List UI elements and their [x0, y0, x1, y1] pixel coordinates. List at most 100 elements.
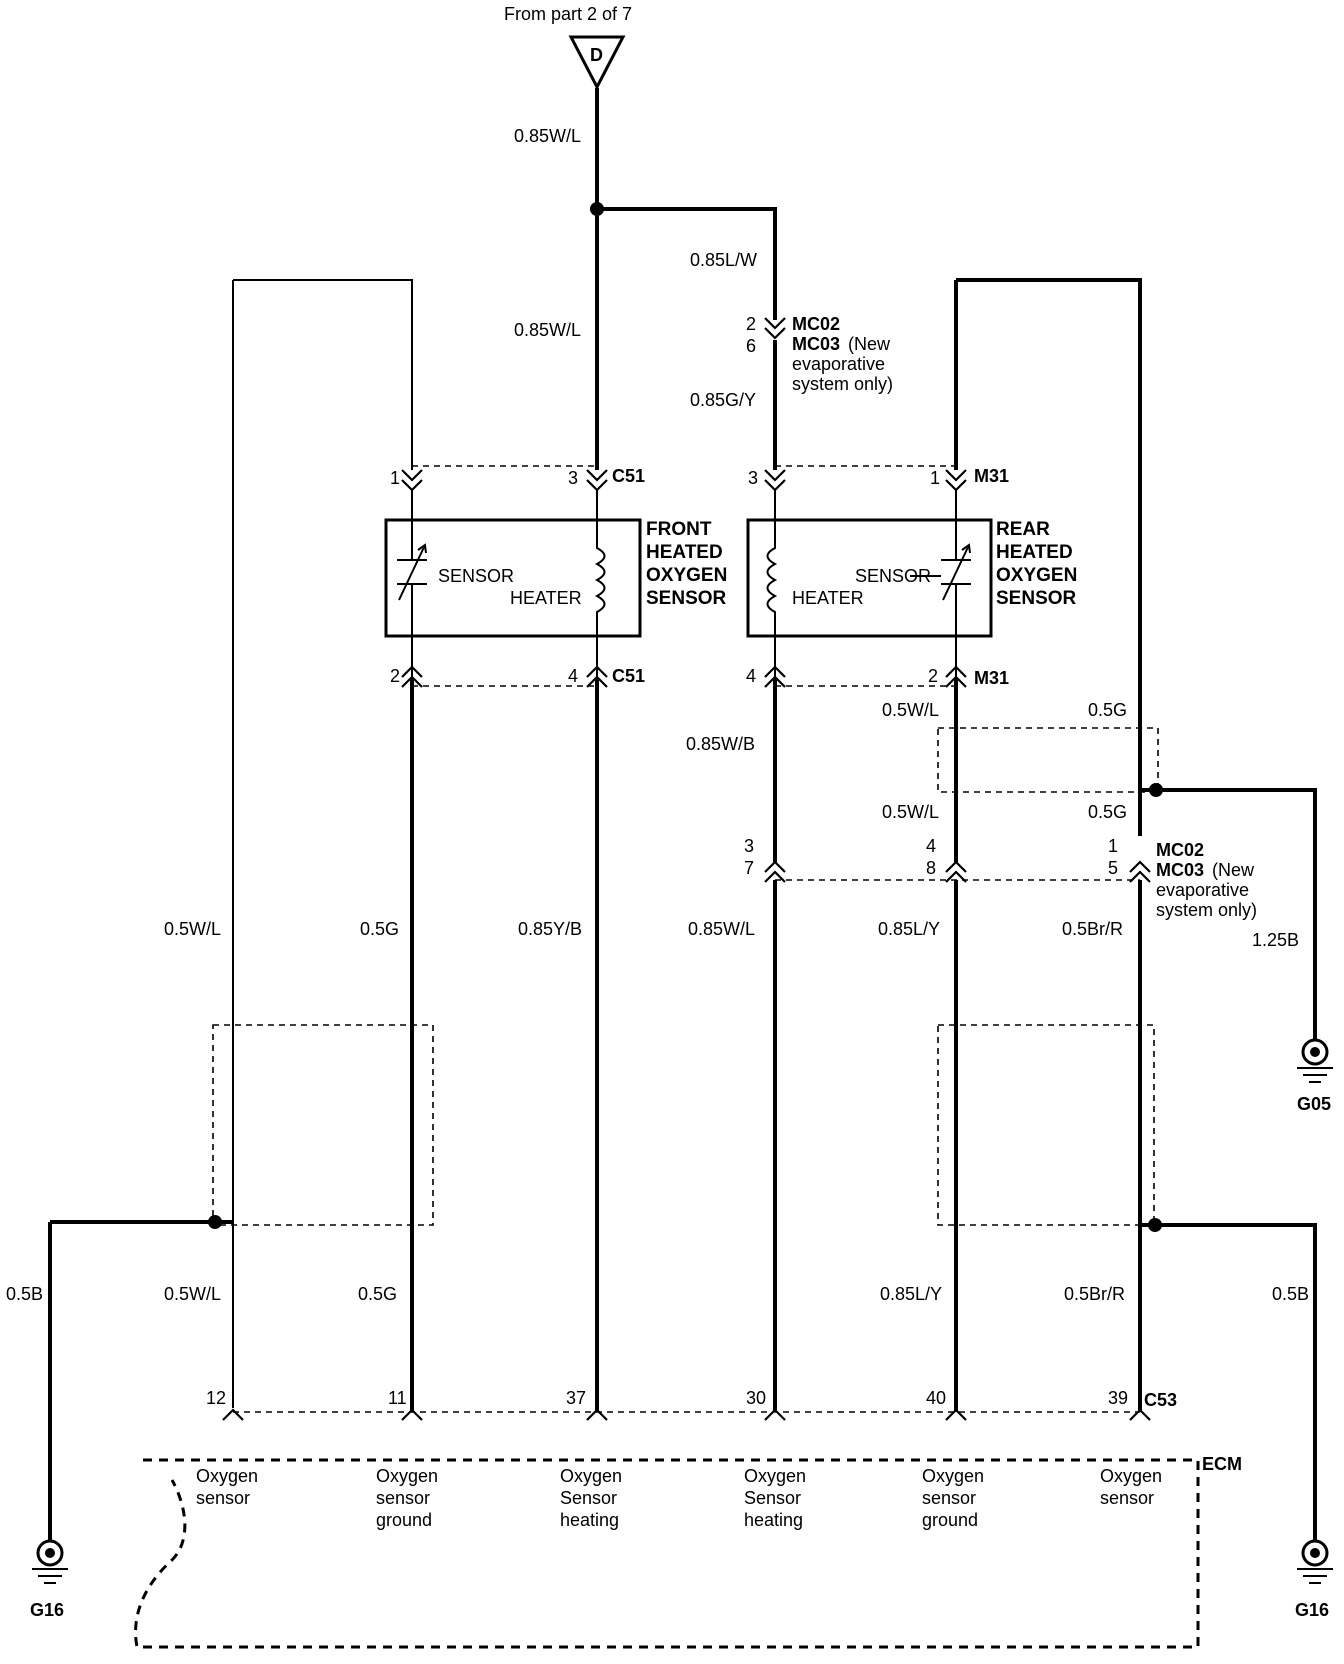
svg-text:0.85W/L: 0.85W/L — [514, 126, 581, 146]
svg-text:2: 2 — [746, 314, 756, 334]
svg-text:HEATED: HEATED — [646, 542, 723, 563]
wire-labels: 0.85W/L 0.85L/W 0.85W/L 0.85G/Y 0.85W/B … — [6, 126, 1309, 1304]
svg-text:system only): system only) — [792, 374, 893, 394]
svg-text:3: 3 — [568, 468, 578, 488]
ground-g05-icon: G05 — [1297, 1038, 1333, 1114]
svg-text:0.5Br/R: 0.5Br/R — [1064, 1284, 1125, 1304]
m31-bottom-label: M31 — [974, 668, 1009, 688]
svg-text:4: 4 — [926, 836, 936, 856]
svg-text:ground: ground — [376, 1510, 432, 1530]
svg-text:0.85L/Y: 0.85L/Y — [878, 919, 940, 939]
svg-text:heating: heating — [560, 1510, 619, 1530]
front-heated-oxygen-sensor: SENSOR HEATER FRONT HEATED OXYGEN SENSOR — [384, 490, 727, 680]
svg-text:1: 1 — [390, 468, 400, 488]
connector-labels: 2 6 MC02 MC03 (New evaporative system on… — [206, 314, 1257, 1410]
svg-text:evaporative: evaporative — [1156, 880, 1249, 900]
c51-top-label: C51 — [612, 466, 645, 486]
svg-text:sensor: sensor — [196, 1488, 250, 1508]
svg-text:OXYGEN: OXYGEN — [996, 565, 1077, 586]
svg-text:11: 11 — [388, 1388, 407, 1408]
svg-text:Oxygen: Oxygen — [1100, 1466, 1162, 1486]
ground-g16-right-icon: G16 — [1295, 1539, 1333, 1620]
m31-top-label: M31 — [974, 466, 1009, 486]
svg-text:sensor: sensor — [376, 1488, 430, 1508]
svg-text:0.5G: 0.5G — [1088, 802, 1127, 822]
svg-text:D: D — [590, 45, 603, 65]
g05-label: G05 — [1297, 1094, 1331, 1114]
svg-text:ground: ground — [922, 1510, 978, 1530]
svg-text:0.85L/Y: 0.85L/Y — [880, 1284, 942, 1304]
svg-text:0.5B: 0.5B — [1272, 1284, 1309, 1304]
rear-sensor-label: SENSOR — [855, 566, 931, 586]
svg-text:0.85W/L: 0.85W/L — [688, 919, 755, 939]
svg-text:4: 4 — [746, 666, 756, 686]
svg-text:0.5Br/R: 0.5Br/R — [1062, 919, 1123, 939]
svg-text:8: 8 — [926, 858, 936, 878]
ecm-label: ECM — [1202, 1454, 1242, 1474]
svg-text:0.85G/Y: 0.85G/Y — [690, 390, 756, 410]
svg-text:30: 30 — [746, 1388, 766, 1408]
svg-text:39: 39 — [1108, 1388, 1128, 1408]
svg-text:MC03: MC03 — [792, 334, 840, 354]
svg-text:2: 2 — [390, 666, 400, 686]
svg-text:1.25B: 1.25B — [1252, 930, 1299, 950]
svg-text:0.5G: 0.5G — [360, 919, 399, 939]
svg-text:37: 37 — [566, 1388, 586, 1408]
svg-text:evaporative: evaporative — [792, 354, 885, 374]
g16-left-label: G16 — [30, 1600, 64, 1620]
svg-text:MC02: MC02 — [792, 314, 840, 334]
g16-right-label: G16 — [1295, 1600, 1329, 1620]
connector-d-triangle: D — [568, 35, 626, 91]
svg-text:12: 12 — [206, 1388, 226, 1408]
svg-text:6: 6 — [746, 336, 756, 356]
connector-glyphs — [222, 317, 1151, 1421]
main-wires — [48, 88, 1317, 1540]
svg-text:4: 4 — [568, 666, 578, 686]
svg-text:2: 2 — [928, 666, 938, 686]
svg-text:FRONT: FRONT — [646, 519, 712, 540]
svg-text:0.85W/B: 0.85W/B — [686, 734, 755, 754]
svg-text:0.5B: 0.5B — [6, 1284, 43, 1304]
dashed-connector-outlines — [212, 465, 1159, 1413]
front-sensor-label: SENSOR — [438, 566, 514, 586]
svg-text:0.85W/L: 0.85W/L — [514, 320, 581, 340]
c51-bottom-label: C51 — [612, 666, 645, 686]
svg-text:0.5G: 0.5G — [358, 1284, 397, 1304]
svg-text:1: 1 — [1108, 836, 1118, 856]
svg-text:MC03: MC03 — [1156, 860, 1204, 880]
svg-text:Oxygen: Oxygen — [196, 1466, 258, 1486]
svg-text:heating: heating — [744, 1510, 803, 1530]
svg-text:(New: (New — [848, 334, 891, 354]
svg-text:(New: (New — [1212, 860, 1255, 880]
ecm-block: ECM Oxygen sensor Oxygen sensor ground O… — [134, 1454, 1242, 1649]
svg-text:SENSOR: SENSOR — [646, 588, 727, 609]
svg-text:0.5W/L: 0.5W/L — [164, 1284, 221, 1304]
svg-text:1: 1 — [930, 468, 940, 488]
svg-text:0.85Y/B: 0.85Y/B — [518, 919, 582, 939]
svg-text:SENSOR: SENSOR — [996, 588, 1077, 609]
svg-text:5: 5 — [1108, 858, 1118, 878]
ground-g16-left-icon: G16 — [30, 1539, 68, 1620]
svg-text:OXYGEN: OXYGEN — [646, 565, 727, 586]
svg-text:Oxygen: Oxygen — [376, 1466, 438, 1486]
svg-text:0.5W/L: 0.5W/L — [882, 700, 939, 720]
rear-heated-oxygen-sensor: HEATER SENSOR REAR HEATED OXYGEN SENSOR — [746, 490, 1077, 680]
svg-text:system only): system only) — [1156, 900, 1257, 920]
svg-text:0.85L/W: 0.85L/W — [690, 250, 757, 270]
svg-text:Oxygen: Oxygen — [560, 1466, 622, 1486]
svg-text:Oxygen: Oxygen — [922, 1466, 984, 1486]
svg-text:sensor: sensor — [1100, 1488, 1154, 1508]
svg-text:Sensor: Sensor — [744, 1488, 801, 1508]
svg-text:Sensor: Sensor — [560, 1488, 617, 1508]
front-heater-label: HEATER — [510, 588, 582, 608]
svg-text:3: 3 — [748, 468, 758, 488]
svg-text:0.5G: 0.5G — [1088, 700, 1127, 720]
svg-text:MC02: MC02 — [1156, 840, 1204, 860]
svg-text:40: 40 — [926, 1388, 946, 1408]
c53-label: C53 — [1144, 1390, 1177, 1410]
from-part-label: From part 2 of 7 — [504, 4, 632, 24]
rear-heater-label: HEATER — [792, 588, 864, 608]
svg-text:0.5W/L: 0.5W/L — [882, 802, 939, 822]
svg-text:3: 3 — [744, 836, 754, 856]
